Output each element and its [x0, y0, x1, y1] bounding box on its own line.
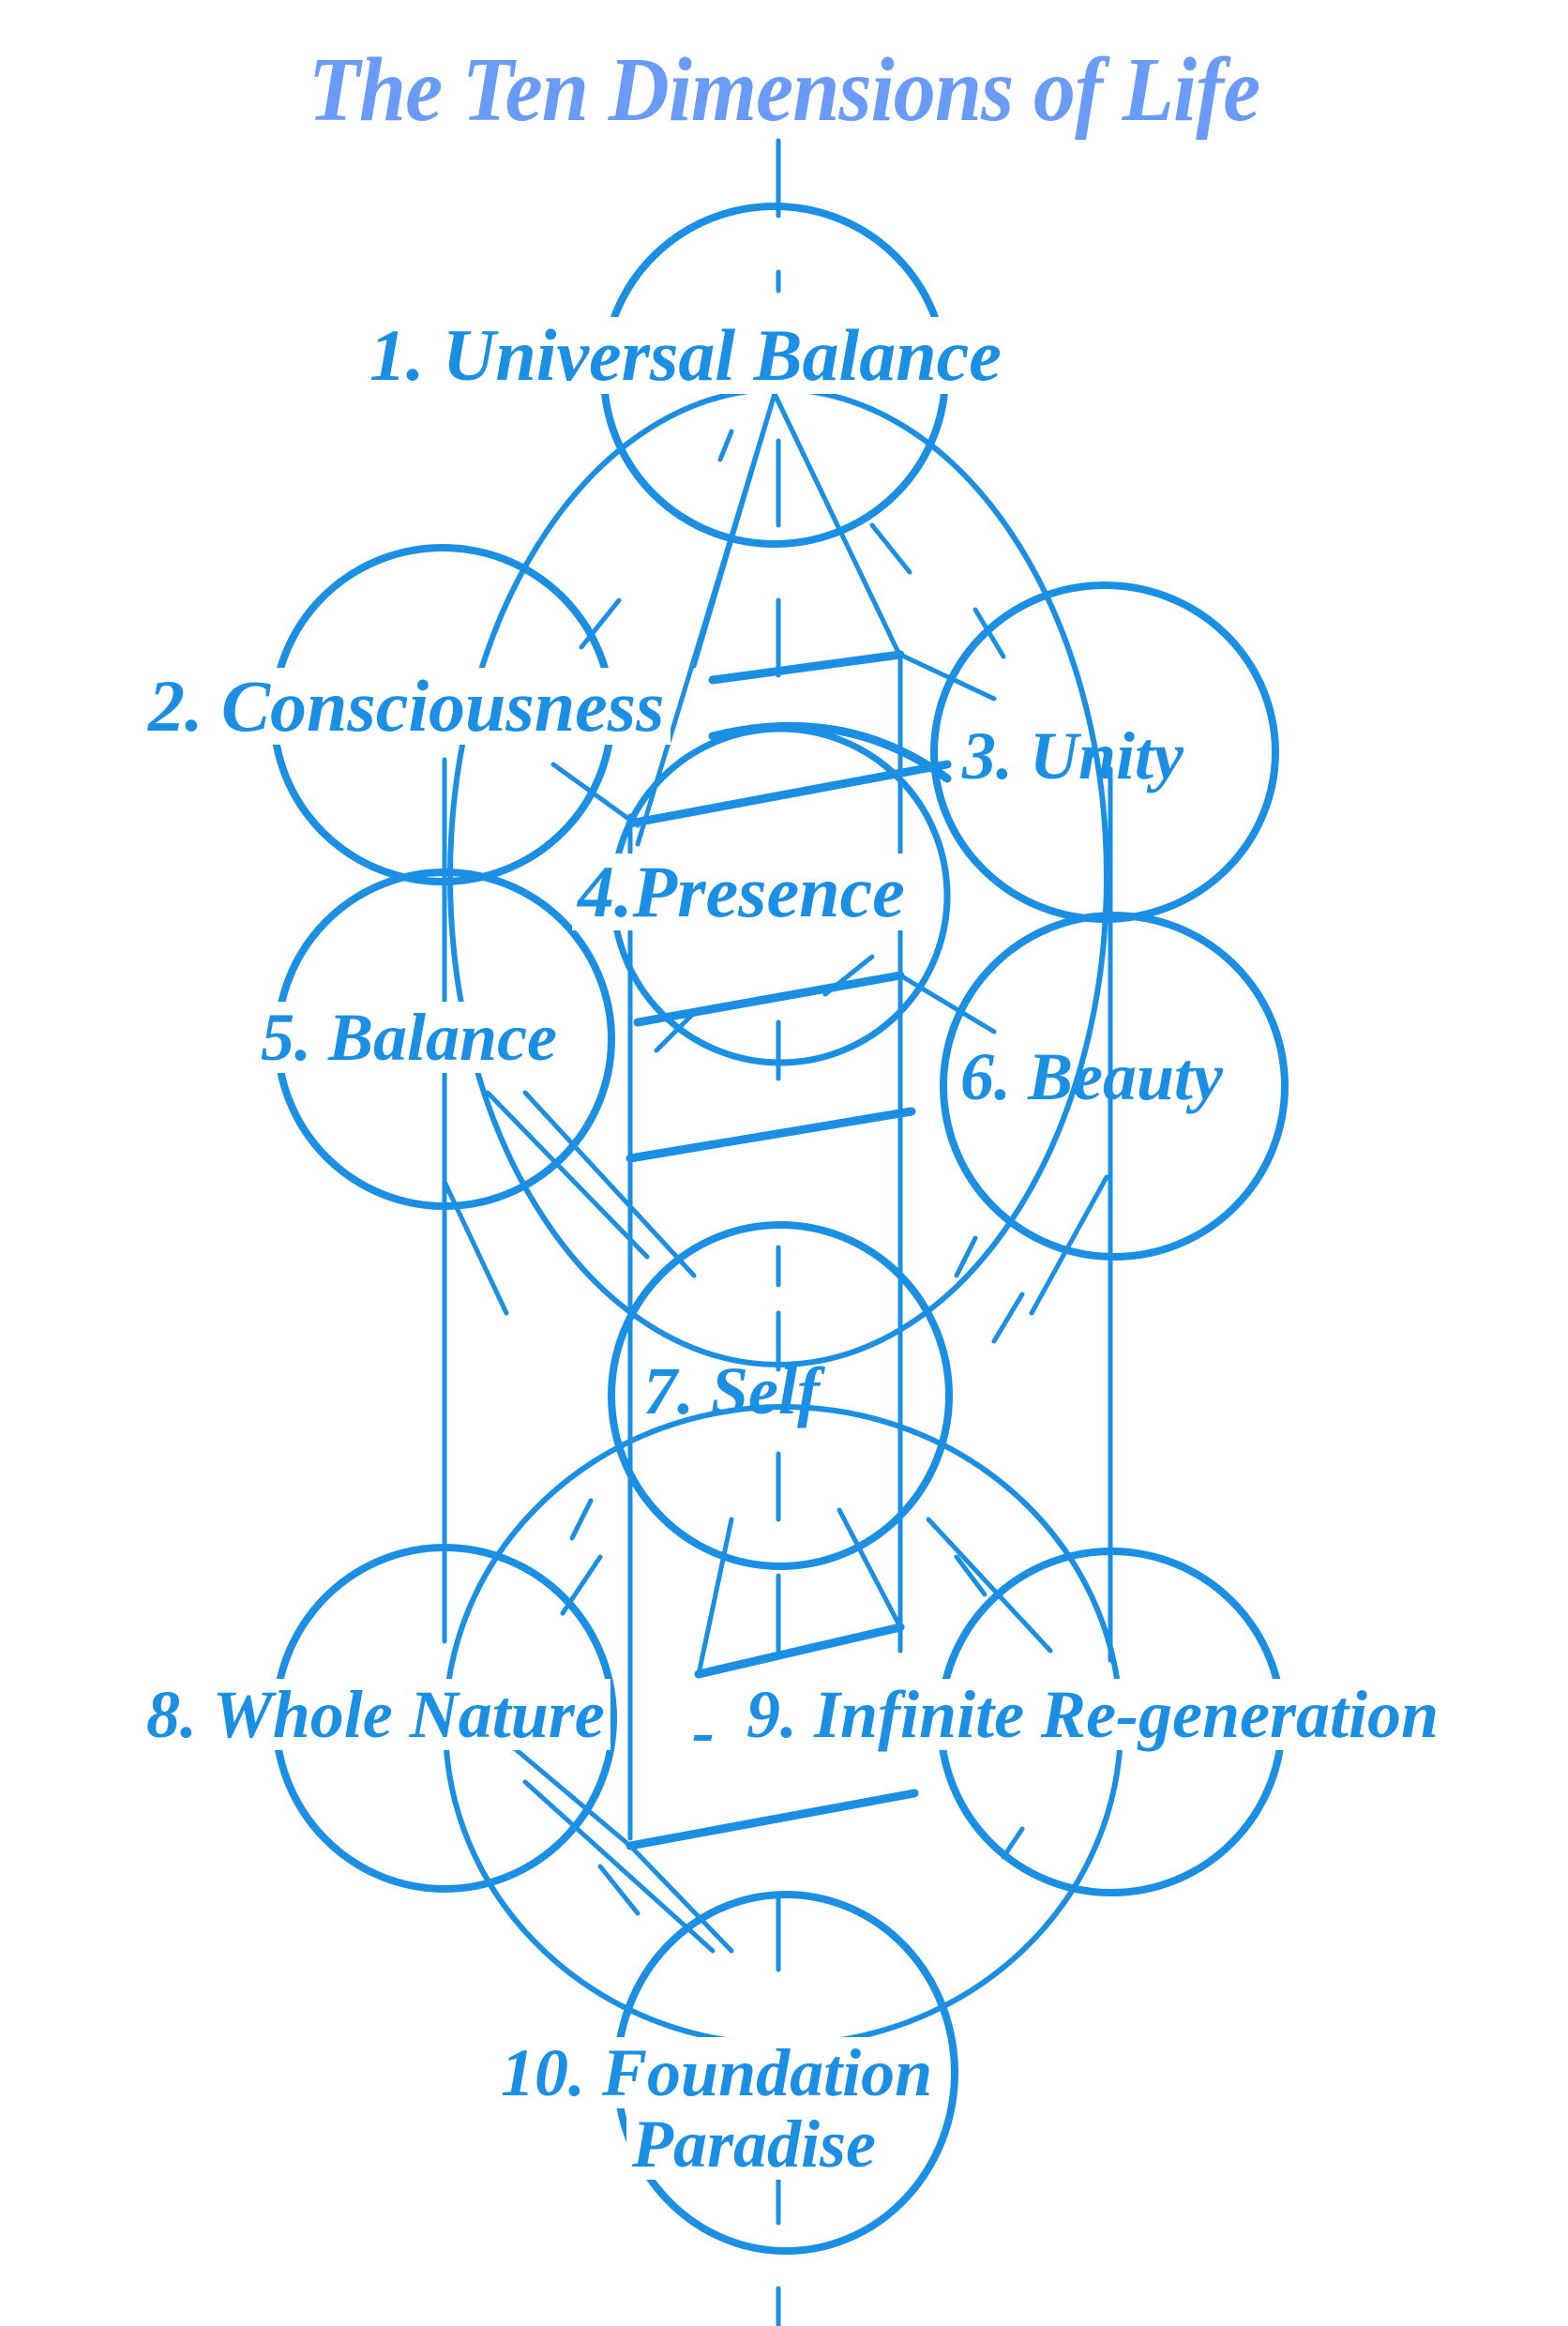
circle-7-self	[608, 1221, 953, 1570]
label-presence: 4.Presence	[572, 853, 911, 930]
diagonal-paths	[442, 652, 1109, 1954]
connector-dash: -	[692, 1694, 715, 1769]
label-universal-balance: 1. Universal Balance	[364, 317, 1007, 394]
label-unity: 3. Unity	[962, 718, 1184, 793]
tick-marks	[522, 522, 1025, 1916]
label-paradise: Paradise	[626, 2108, 882, 2180]
label-balance: 5. Balance	[255, 1002, 563, 1073]
label-foundation: 10. Foundation	[495, 2037, 939, 2108]
cross-paths	[626, 650, 952, 1850]
pillar-lines	[442, 654, 1113, 1841]
apex-rays	[635, 391, 903, 847]
label-consciousness: 2. Consciousness	[143, 668, 671, 745]
label-whole-nature: 8. Whole Nature	[141, 1679, 611, 1750]
circle-6-beauty	[940, 912, 1289, 1261]
consciousness-arc	[708, 721, 952, 783]
label-beauty: 6. Beauty	[960, 1039, 1223, 1114]
page-title: The Ten Dimensions of Life	[308, 39, 1261, 141]
label-self: 7. Self	[643, 1353, 820, 1428]
label-infinite-regeneration: 9. Infinite Re-generation	[741, 1679, 1445, 1750]
